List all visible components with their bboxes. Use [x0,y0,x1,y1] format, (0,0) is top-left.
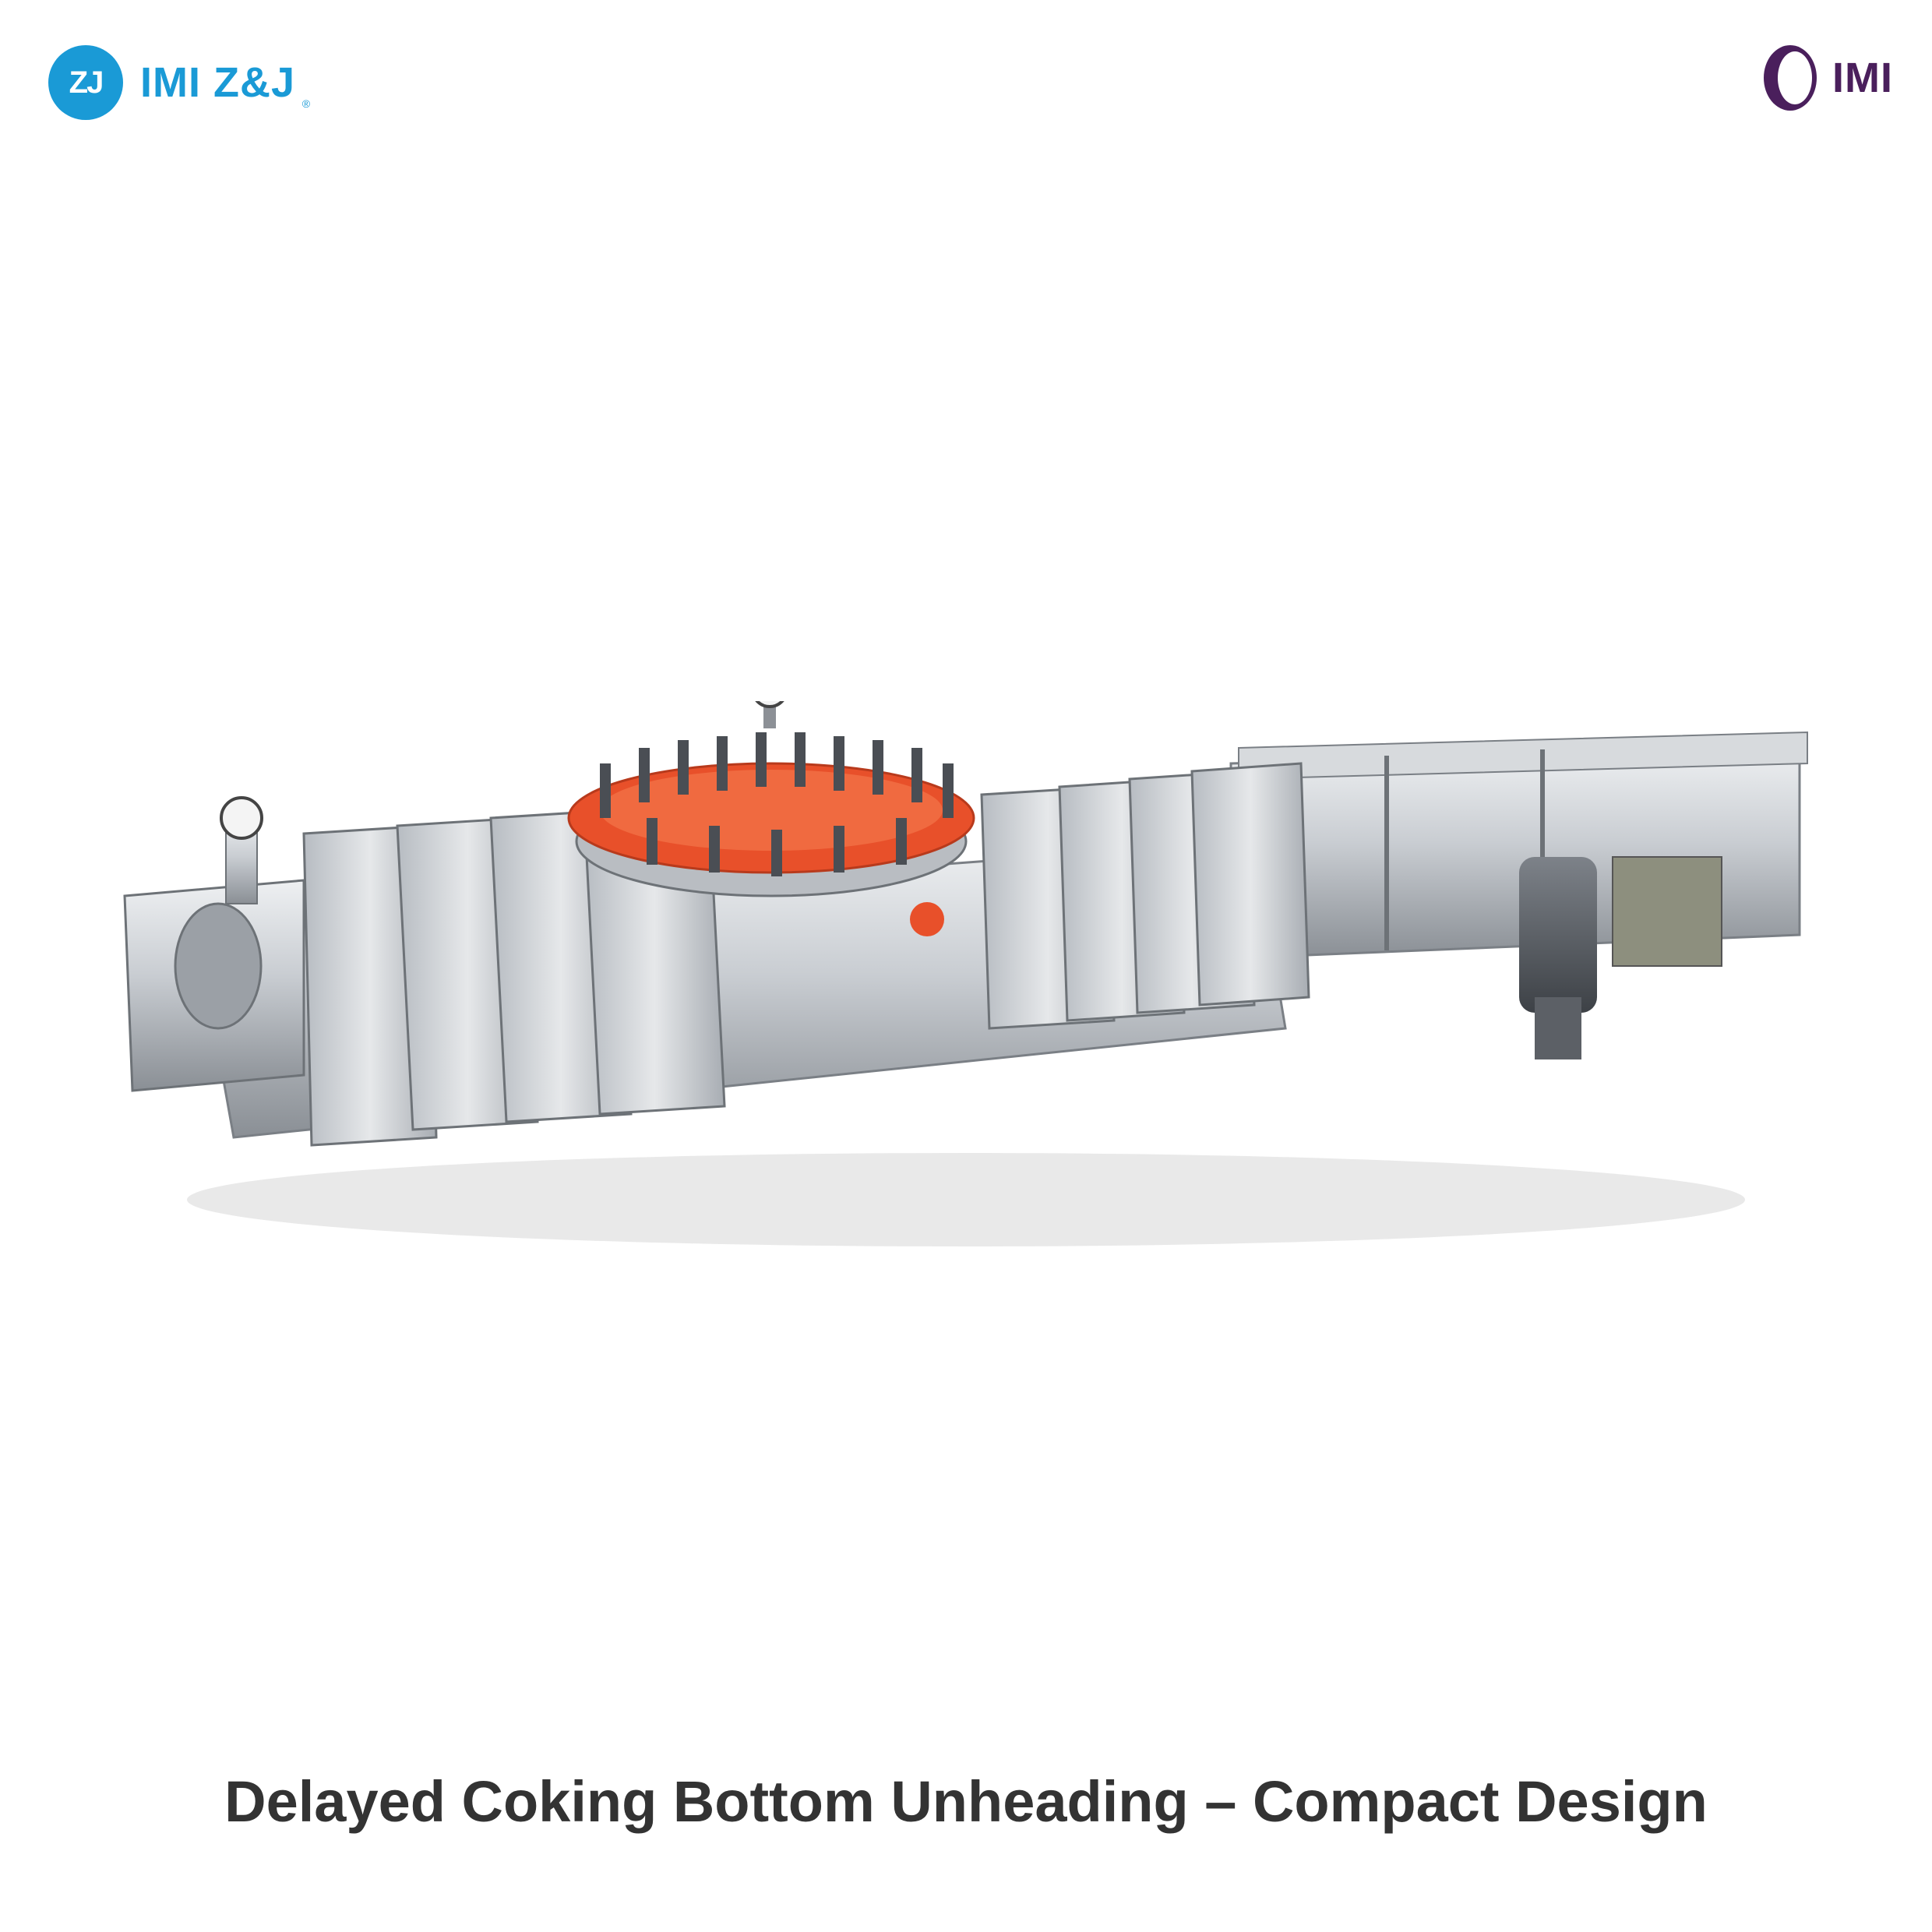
imi-zj-name: IMI Z&J [140,59,296,106]
registered-mark: ® [301,97,312,110]
imi-logo: IMI [1759,41,1893,115]
actuator-motor [1519,857,1597,1013]
valve-assembly-photo [123,701,1808,1246]
top-flange [567,701,975,936]
imi-ring-icon [1764,45,1817,111]
imi-zj-logo: ZJ IMI Z&J ® [48,45,310,120]
left-housing [123,796,428,1092]
ground-shadow [187,1153,1745,1246]
zj-badge-icon: ZJ [48,45,123,120]
imi-zj-wordmark: IMI Z&J ® [140,58,310,110]
control-box [1612,856,1722,967]
right-plates [980,762,1310,1030]
imi-wordmark: IMI [1832,55,1893,101]
caption-title: Delayed Coking Bottom Unheading – Compac… [224,1769,1708,1834]
